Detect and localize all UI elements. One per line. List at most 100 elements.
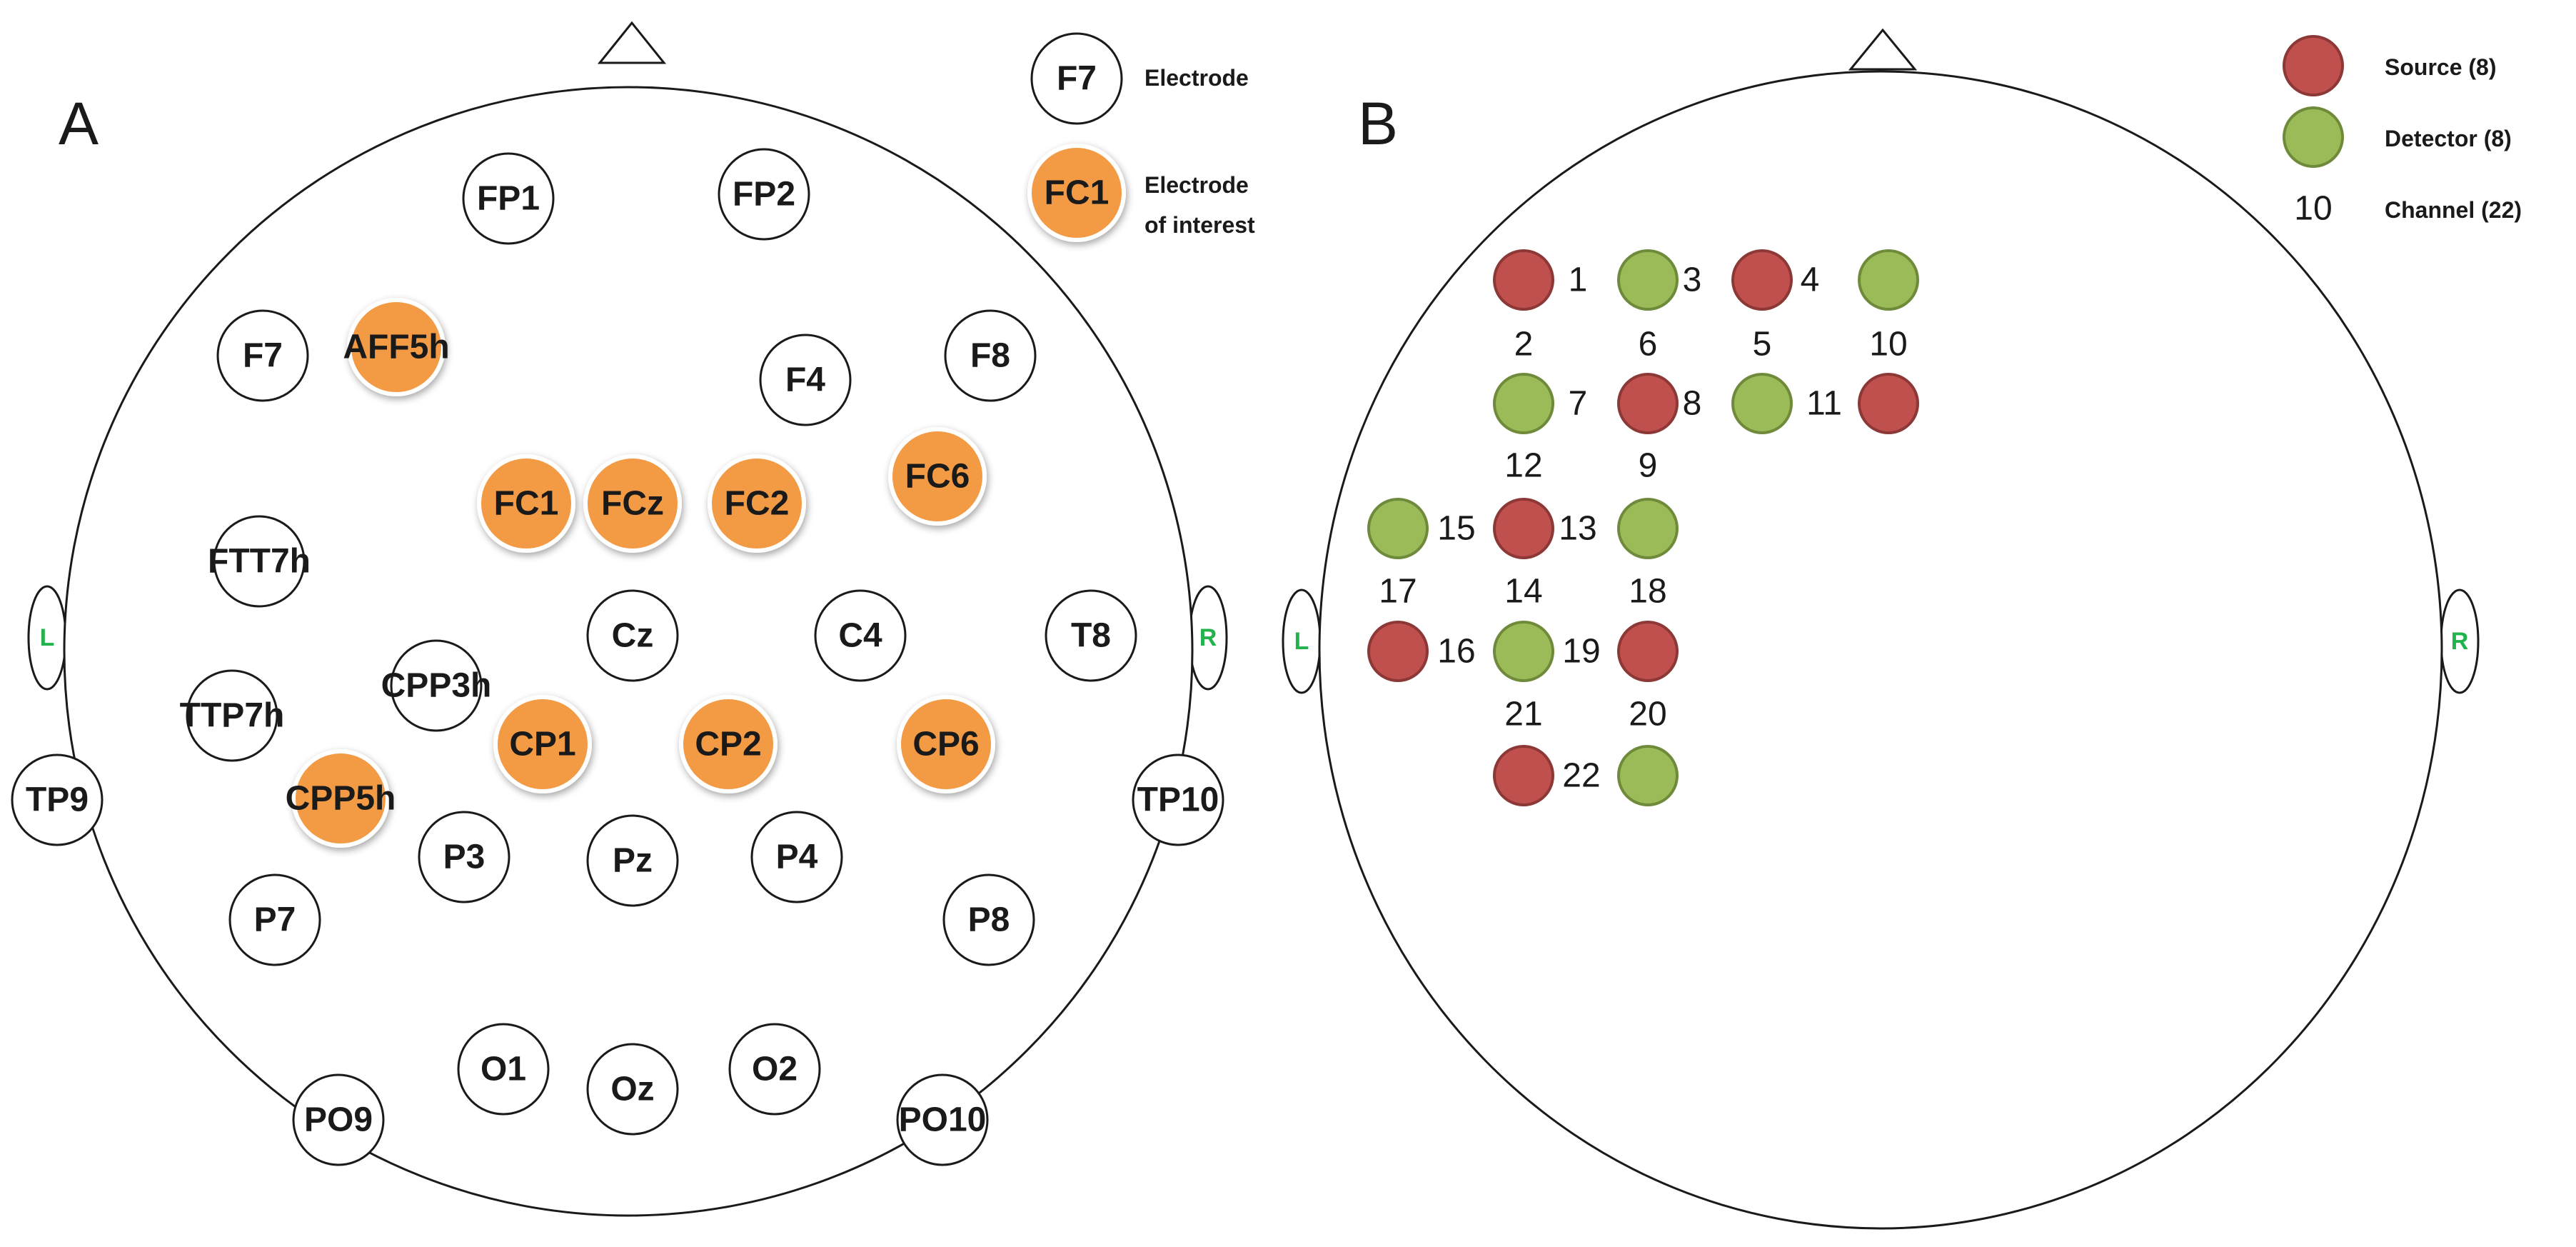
electrode-label: P3 xyxy=(443,838,485,876)
channel-label-11: 11 xyxy=(1806,385,1842,423)
channel-label-16: 16 xyxy=(1437,633,1475,671)
electrode-t8: T8 xyxy=(1045,589,1137,682)
electrode-circle xyxy=(186,669,278,762)
channel-label-21: 21 xyxy=(1504,696,1542,733)
electrode-cp1: CP1 xyxy=(493,695,592,793)
channel-label-12: 12 xyxy=(1504,447,1542,485)
channel-label-1: 1 xyxy=(1569,261,1588,299)
channel-label-4: 4 xyxy=(1801,261,1820,299)
legend-swatch: 10 xyxy=(2294,190,2332,228)
channel-label-9: 9 xyxy=(1639,447,1658,485)
electrode-circle xyxy=(708,454,806,553)
electrode-circle xyxy=(718,148,810,241)
electrode-label: FC1 xyxy=(494,485,559,523)
channel-label-18: 18 xyxy=(1629,573,1666,611)
detector-optode xyxy=(1731,373,1793,434)
electrode-circle xyxy=(1045,589,1137,682)
electrode-fc1: FC1 xyxy=(477,454,575,553)
electrode-circle xyxy=(897,695,995,793)
electrode-label: CPP5h xyxy=(286,780,396,818)
electrode-fcz: FCz xyxy=(583,454,682,553)
legend-swatch xyxy=(2283,35,2344,96)
electrode-circle xyxy=(944,309,1037,402)
legend-swatch xyxy=(1027,144,1126,242)
electrode-pz: Pz xyxy=(586,814,679,907)
source-optode xyxy=(1367,621,1429,682)
electrode-label: O1 xyxy=(481,1051,526,1088)
electrode-circle xyxy=(11,753,104,846)
channel-label-14: 14 xyxy=(1504,573,1542,611)
channel-label-15: 15 xyxy=(1437,510,1475,548)
electrode-o2: O2 xyxy=(728,1023,821,1116)
channel-label-5: 5 xyxy=(1753,326,1772,364)
electrode-po10: PO10 xyxy=(896,1073,989,1166)
nose-marker-b xyxy=(1848,28,1918,71)
electrode-label: PO10 xyxy=(899,1101,987,1139)
electrode-label: F8 xyxy=(970,337,1010,375)
electrode-circle xyxy=(477,454,575,553)
channel-label-10: 10 xyxy=(1869,326,1907,364)
electrode-fc6: FC6 xyxy=(888,427,987,526)
detector-optode xyxy=(1617,745,1679,806)
legend-b: Source (8) Detector (8) 10 Channel (22) xyxy=(2283,35,2522,228)
electrode-o1: O1 xyxy=(457,1023,550,1116)
electrode-f7: F7 xyxy=(216,309,309,402)
legend-swatch xyxy=(2283,106,2344,168)
electrode-label: FC6 xyxy=(905,458,970,496)
electrode-f4: F4 xyxy=(759,334,852,426)
right-ear-label-b: R xyxy=(2451,628,2469,655)
electrode-aff5h: AFF5h xyxy=(343,298,450,396)
electrode-label: Oz xyxy=(610,1071,654,1108)
channel-label-13: 13 xyxy=(1559,510,1596,548)
electrode-circle xyxy=(216,309,309,402)
channel-label-7: 7 xyxy=(1569,385,1588,423)
legend-text: of interest xyxy=(1144,212,1255,238)
detector-optode xyxy=(1367,498,1429,559)
legend-item-electrode-of-interest: FC1 Electrode of interest xyxy=(1027,144,1255,242)
electrode-ttp7h: TTP7h xyxy=(180,669,285,762)
detector-optode xyxy=(1617,249,1679,311)
electrode-circle xyxy=(896,1073,989,1166)
channel-label-3: 3 xyxy=(1683,261,1702,299)
electrode-cpp3h: CPP3h xyxy=(381,639,492,732)
legend-text: Source (8) xyxy=(2385,54,2496,80)
electrode-circle xyxy=(457,1023,550,1116)
electrode-tp10: TP10 xyxy=(1132,753,1224,846)
left-ear-label-b: L xyxy=(1294,628,1309,655)
legend-sample-label: FC1 xyxy=(1045,174,1110,212)
detector-optode xyxy=(1493,621,1554,682)
electrode-circle xyxy=(728,1023,821,1116)
electrode-label: CPP3h xyxy=(381,667,492,705)
legend-text: Detector (8) xyxy=(2385,126,2512,151)
electrode-label: P7 xyxy=(254,901,296,939)
electrode-label: CP6 xyxy=(912,726,979,763)
legend-item-electrode: F7 Electrode xyxy=(1030,32,1249,125)
electrode-circle xyxy=(750,811,843,903)
electrode-label: F7 xyxy=(243,337,283,375)
electrode-label: P4 xyxy=(776,838,818,876)
electrode-circle xyxy=(292,1073,385,1166)
electrode-circle xyxy=(586,814,679,907)
electrode-circle xyxy=(1132,753,1224,846)
electrode-c4: C4 xyxy=(814,589,907,682)
legend-text: Electrode xyxy=(1144,65,1249,91)
electrode-label: FTT7h xyxy=(208,543,311,581)
legend-text: Electrode xyxy=(1144,172,1249,198)
channel-label-22: 22 xyxy=(1562,757,1600,795)
electrode-tp9: TP9 xyxy=(11,753,104,846)
source-optode xyxy=(1493,249,1554,311)
detector-optode xyxy=(1617,498,1679,559)
legend-item-source: Source (8) xyxy=(2283,35,2496,96)
legend-text: Channel (22) xyxy=(2385,197,2522,223)
legend-sample-label: F7 xyxy=(1057,60,1097,98)
electrode-p3: P3 xyxy=(418,811,510,903)
electrode-label: T8 xyxy=(1071,617,1111,655)
electrode-label: FP1 xyxy=(477,180,540,218)
electrode-label: P8 xyxy=(968,901,1010,939)
electrode-circle xyxy=(888,427,987,526)
electrode-label: TTP7h xyxy=(180,697,285,735)
